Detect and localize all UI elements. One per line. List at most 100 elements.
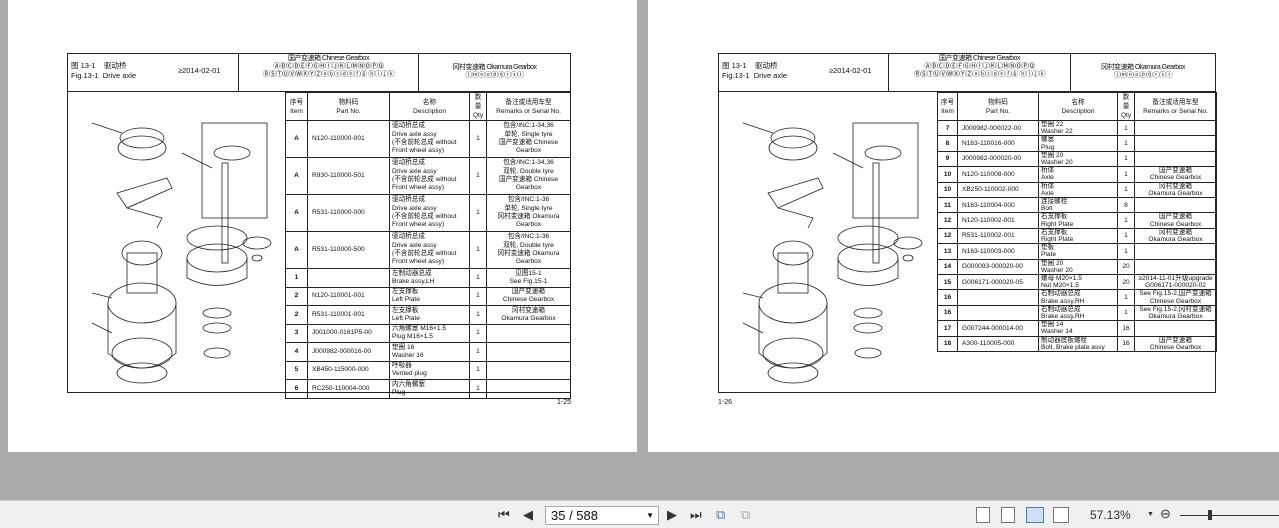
- zoom-out-button[interactable]: ⊖: [1160, 506, 1171, 521]
- header-qty-cn: 数量: [1122, 94, 1130, 110]
- previous-view-icon[interactable]: ⧉: [716, 507, 726, 522]
- part-number-cell: R531-110000-000: [307, 194, 390, 232]
- description-line: 左支撑板: [392, 288, 419, 296]
- qty-cell: 1: [469, 379, 487, 399]
- item-cell: 8: [937, 135, 958, 152]
- effective-date: ≥2014-02-01: [829, 66, 872, 75]
- chinese-gearbox-codes: ⒶⒷⒸⒹⒺⒻⒼⒽⒾⒿⓀⓁⓂⓃⓄⓅⓆ ⓇⓈⓉⓊⓋⓌⓍⓎⓏⓐⓑⓒⓓⓔⓕⓖ ⓗⓘⓙⓚ: [913, 63, 1046, 78]
- okamura-gearbox-label: 冈村变速箱 Okamura Gearbox: [1100, 64, 1186, 71]
- prev-page-button[interactable]: ◀: [523, 507, 533, 522]
- header-rem-en: Remarks or Serial No.: [496, 107, 561, 115]
- qty-cell: 1: [469, 360, 487, 380]
- part-number-cell: N120-110000-001: [307, 120, 390, 158]
- part-number-cell: RC250-110004-000: [307, 379, 390, 399]
- zoom-dropdown-icon[interactable]: ▼: [1147, 511, 1154, 518]
- description-line: 右制动器总成: [1041, 290, 1081, 298]
- part-number-cell: R531-110001-001: [307, 305, 390, 325]
- item-cell: 16: [937, 304, 958, 322]
- remarks-cell: [1134, 135, 1217, 152]
- remarks-cell: [486, 342, 571, 362]
- qty-cell: 1: [1117, 243, 1135, 260]
- effective-date: ≥2014-02-01: [178, 66, 221, 75]
- description-line: Front wheel assy): [392, 221, 445, 229]
- description-line: Drive axle assy: [392, 130, 437, 138]
- description-line: Washer 20: [1041, 266, 1073, 274]
- part-number-cell: A300-110005-000: [957, 335, 1039, 353]
- qty-cell: 8: [1117, 197, 1135, 214]
- continuous-facing-view-icon[interactable]: [1053, 507, 1069, 523]
- zoom-level[interactable]: 57.13%: [1090, 508, 1131, 522]
- part-number-cell: N120-110002-001: [957, 212, 1039, 229]
- description-line: Brake assy,RH: [1041, 313, 1085, 321]
- item-cell: 1: [285, 268, 308, 288]
- title-cn: 驱动桥: [103, 61, 127, 70]
- header-item-cn: 序号: [940, 98, 955, 106]
- chevron-down-icon[interactable]: ▼: [646, 511, 654, 520]
- remarks-cell: [1134, 320, 1217, 337]
- first-page-button[interactable]: ⏮: [498, 507, 510, 522]
- remarks-cell: [486, 323, 571, 343]
- description-line: 驱动桥总成: [392, 122, 425, 130]
- continuous-view-icon[interactable]: [1001, 507, 1015, 523]
- zoom-slider[interactable]: [1180, 510, 1279, 520]
- part-number-cell: [957, 289, 1039, 306]
- qty-cell: 1: [469, 286, 487, 306]
- qty-cell: 1: [469, 231, 487, 269]
- next-view-icon[interactable]: ⧉: [741, 507, 751, 522]
- qty-cell: 1: [1117, 135, 1135, 152]
- description-line: Axle: [1041, 174, 1054, 182]
- item-cell: 6: [285, 379, 308, 399]
- chinese-gearbox-label: 国产变速箱 Chinese Gearbox: [288, 55, 369, 62]
- next-page-button[interactable]: ▶: [667, 507, 677, 522]
- exploded-axle-drawing: [742, 122, 923, 384]
- page-number-value: 35 / 588: [551, 508, 598, 523]
- figure-number-cn: 图 13-1: [71, 61, 96, 70]
- header-desc-cn: 名称: [1071, 98, 1085, 106]
- single-page-view-icon[interactable]: [976, 507, 990, 523]
- header-qty-en: Qty: [472, 112, 484, 119]
- part-number-cell: J001000-0161P5-00: [307, 323, 390, 343]
- description-line: Nut M20×1.5: [1041, 282, 1079, 290]
- description-line: 六角螺塞 M16×1.5: [392, 325, 447, 333]
- description-line: (不含前轮总成 without: [392, 176, 457, 183]
- remarks-line: 双轮, Double tyre: [503, 241, 554, 249]
- description-line: 右制动器总成: [1041, 305, 1081, 313]
- part-number-cell: G006171-000020-05: [957, 274, 1039, 291]
- remarks-line: See Fig.15-2,冈村变速箱: [1139, 305, 1212, 313]
- description-line: Drive axle assy: [392, 241, 437, 249]
- item-cell: A: [285, 231, 308, 269]
- description-line: Front wheel assy): [392, 184, 445, 192]
- remarks-line: Gearbox: [515, 184, 542, 192]
- remarks-line: 包含/INC:1-36: [507, 233, 550, 241]
- description-line: Plug: [392, 388, 406, 396]
- item-cell: 4: [285, 342, 308, 362]
- last-page-button[interactable]: ⏭: [690, 507, 702, 522]
- remarks-line: Chinese Gearbox: [502, 296, 555, 304]
- qty-cell: 20: [1117, 258, 1135, 276]
- zoom-slider-thumb[interactable]: [1208, 510, 1212, 520]
- facing-view-icon[interactable]: [1026, 507, 1044, 523]
- page-number-input[interactable]: 35 / 588 ▼: [545, 506, 659, 525]
- item-cell: 16: [937, 289, 958, 306]
